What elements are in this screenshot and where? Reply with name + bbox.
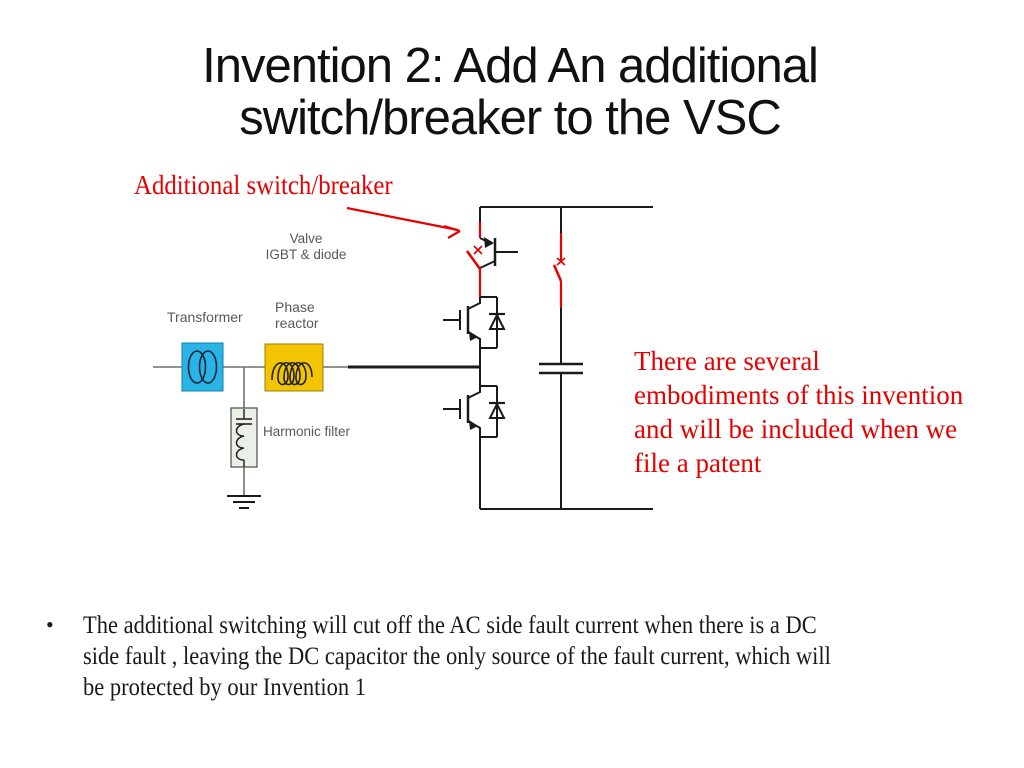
valve-label: Valve IGBT & diode [245,231,367,263]
transformer-symbol [181,342,224,392]
bullet-line-3: be protected by our Invention 1 [83,674,367,701]
note-line-3: and will be included when we [634,414,958,444]
bullet-icon: • [46,612,54,637]
title-line-1: Invention 2: Add An additional [202,39,819,93]
callout-arrow-icon [346,206,461,239]
harmonic-filter-label: Harmonic filter [263,424,351,439]
additional-breaker-right-icon [552,233,566,308]
phase-reactor-label: Phase reactor [275,299,319,331]
page-title: Invention 2: Add An additional switch/br… [0,40,1020,144]
ground-icon [227,467,261,509]
igbt-diode-valve-lower [443,385,506,438]
note-line-2: embodiments of this invention [634,380,964,410]
dc-bus-lines [480,206,653,510]
valve-leg [443,207,518,509]
transformer-label: Transformer [167,309,243,325]
phase-label-line-2: reactor [275,315,319,331]
igbt-diode-valve-upper [443,296,506,349]
additional-breaker-left-icon [465,222,483,297]
bullet-line-2: side fault , leaving the DC capacitor th… [83,643,831,670]
ac-wiring [153,366,352,408]
phase-label-line-1: Phase [275,299,315,315]
note-line-1: There are several [634,346,820,376]
harmonic-filter-symbol [230,407,258,468]
title-line-2: switch/breaker to the VSC [239,91,781,145]
bullet-text: The additional switching will cut off th… [83,610,831,703]
patent-note: There are several embodiments of this in… [634,344,963,480]
phase-reactor-symbol [264,343,324,392]
dc-capacitor-symbol [539,362,583,375]
callout-label: Additional switch/breaker [134,170,393,200]
valve-label-line-1: Valve [289,231,323,246]
valve-label-line-2: IGBT & diode [265,247,347,262]
note-line-4: file a patent [634,448,762,478]
bullet-line-1: The additional switching will cut off th… [83,612,817,639]
top-switch-device [479,237,518,269]
capacitor-branch [539,207,583,509]
